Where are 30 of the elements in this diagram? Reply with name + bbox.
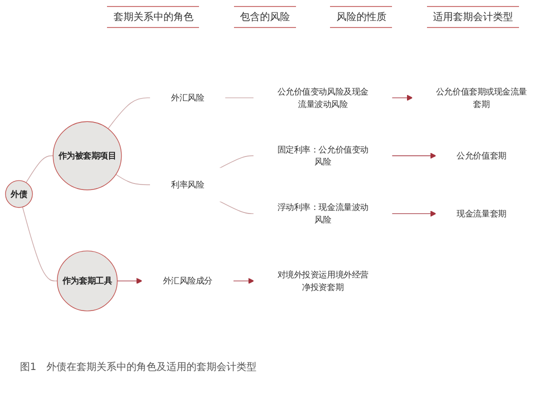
arrow bbox=[232, 278, 254, 284]
node-text: 利率风险 bbox=[171, 180, 204, 190]
node-circle: 外债 bbox=[5, 180, 33, 208]
connector bbox=[224, 97, 254, 98]
node-text: 现金流量套期 bbox=[456, 208, 506, 219]
figure-caption: 图1 外债在套期关系中的角色及适用的套期会计类型 bbox=[19, 360, 258, 375]
column-header: 风险的性质 bbox=[330, 6, 392, 28]
connector bbox=[219, 200, 254, 214]
column-header: 套期关系中的角色 bbox=[107, 6, 200, 28]
node-text: 外汇风险成分 bbox=[162, 276, 212, 286]
node-circle: 作为套期工具 bbox=[56, 250, 118, 312]
connector bbox=[26, 155, 54, 183]
column-header: 适用套期会计类型 bbox=[426, 6, 519, 28]
arrow bbox=[391, 210, 436, 217]
arrow bbox=[116, 278, 142, 284]
connector bbox=[22, 206, 58, 282]
node-text: 公允价值套期 bbox=[456, 150, 506, 161]
node-text: 公允价值变动风险及现金流量波动风险 bbox=[277, 86, 368, 109]
node-text: 对境外投资运用境外经营净投资套期 bbox=[277, 270, 368, 292]
node-text: 公允价值套期或现金流量套期 bbox=[436, 86, 528, 109]
arrow bbox=[391, 94, 413, 101]
node-text: 固定利率：公允价值变动风险 bbox=[277, 144, 368, 167]
node-text: 浮动利率：现金流量波动风险 bbox=[277, 202, 368, 225]
node-circle: 作为被套期项目 bbox=[52, 121, 122, 190]
node-text: 外汇风险 bbox=[171, 92, 204, 103]
connector bbox=[219, 155, 254, 168]
connector bbox=[116, 174, 151, 186]
column-header: 包含的风险 bbox=[234, 6, 296, 28]
connector bbox=[108, 97, 151, 129]
arrow bbox=[391, 152, 436, 159]
